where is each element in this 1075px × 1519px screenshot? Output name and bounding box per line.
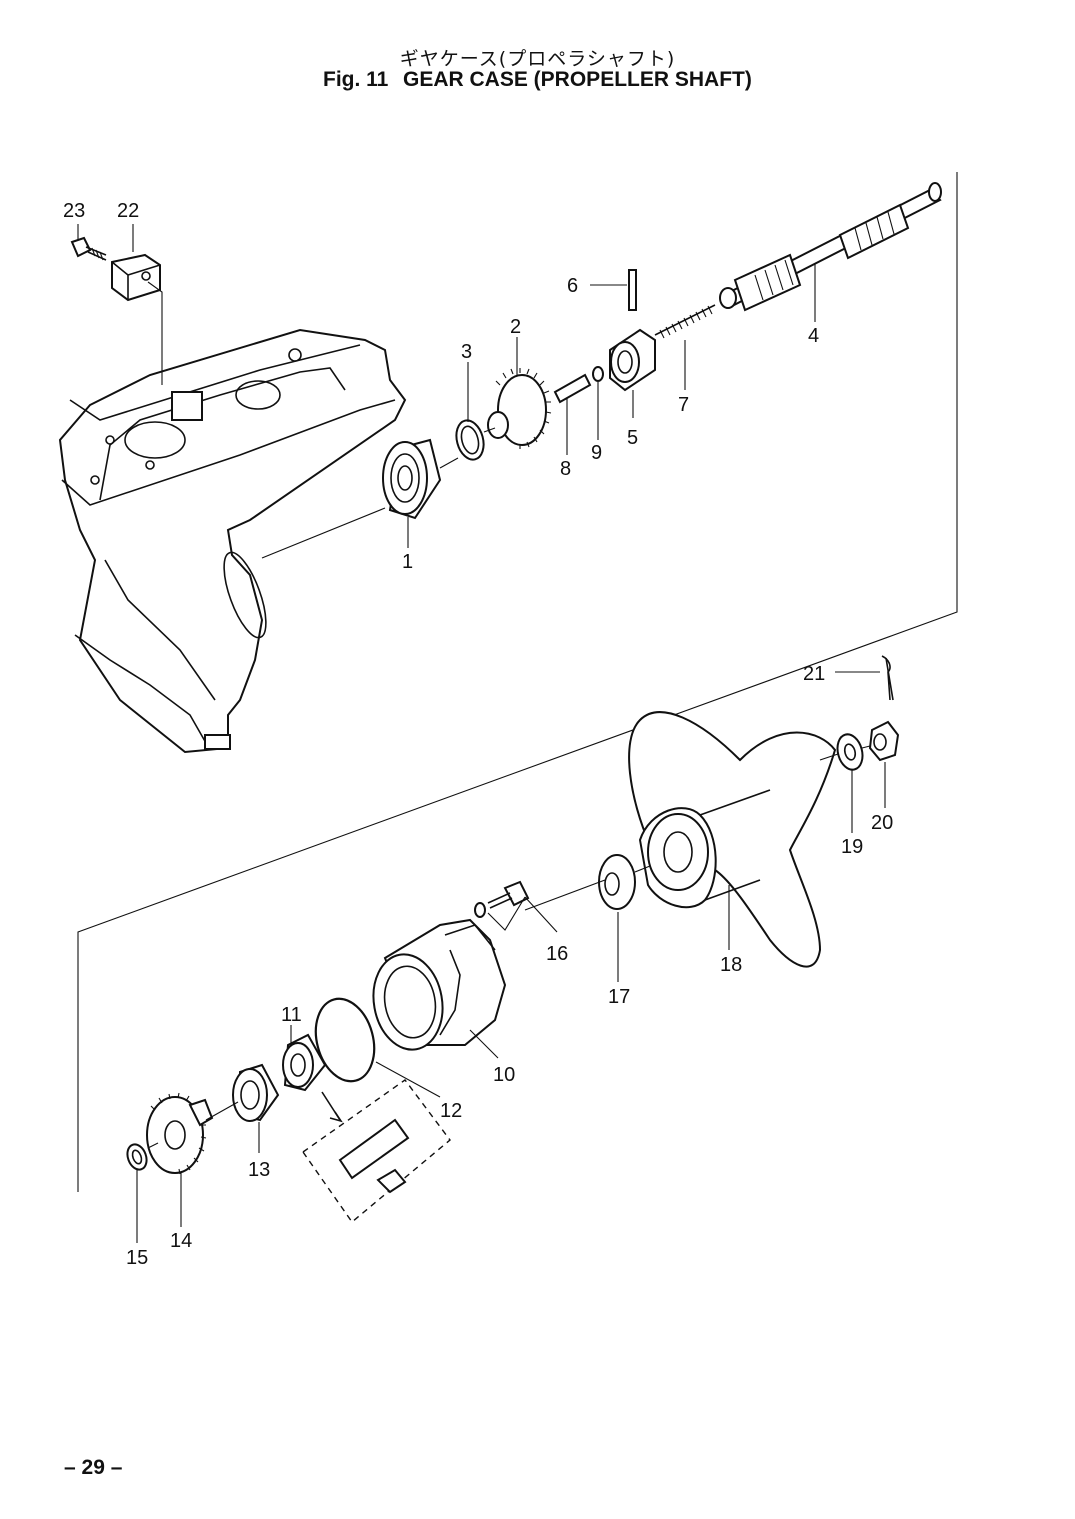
axis-lines-lower (147, 745, 871, 1149)
callout-6: 6 (567, 275, 578, 297)
callout-3: 3 (461, 341, 472, 363)
oil-seal-part-11 (282, 1033, 327, 1092)
callout-labels: 1 2 3 4 5 6 7 8 9 10 11 12 13 14 15 16 1… (63, 200, 893, 1269)
callout-19: 19 (841, 836, 863, 858)
callout-14: 14 (170, 1230, 192, 1252)
callout-2: 2 (510, 316, 521, 338)
callout-1: 1 (402, 551, 413, 573)
bushing-part-17 (598, 854, 636, 910)
shim-part-15 (126, 1143, 148, 1171)
anode-part-22 (111, 253, 163, 385)
callout-4: 4 (808, 325, 819, 347)
figure-title-english: GEAR CASE (PROPELLER SHAFT) (403, 68, 752, 91)
spring-part-7 (654, 304, 716, 339)
cotter-pin-part-21 (881, 655, 894, 701)
figure-number: Fig. 11 (323, 68, 389, 91)
callout-10: 10 (493, 1064, 515, 1086)
callout-17: 17 (608, 986, 630, 1008)
shim-part-3 (455, 419, 485, 461)
callout-5: 5 (627, 427, 638, 449)
nut-part-20 (868, 720, 900, 762)
bearing-housing-part-10 (372, 918, 507, 1051)
inset-detail-box (302, 1079, 451, 1224)
axis-lines-upper (261, 427, 496, 559)
page-number: – 29 – (64, 1456, 123, 1479)
propeller-shaft-part-4 (719, 182, 942, 312)
washer-part-19 (836, 733, 864, 771)
assembly-frame (77, 172, 958, 1192)
callout-9: 9 (591, 442, 602, 464)
figure-title: Fig. 11 GEAR CASE (PROPELLER SHAFT) (323, 68, 752, 92)
pin-part-6 (628, 269, 637, 311)
leader-lines (77, 224, 886, 1243)
callout-8: 8 (560, 458, 571, 480)
callout-16: 16 (546, 943, 568, 965)
clutch-part-5 (609, 328, 656, 392)
bearing-part-13 (232, 1063, 280, 1122)
plunger-part-8 (553, 373, 592, 404)
gear-case-housing (58, 328, 407, 754)
callout-11: 11 (281, 1004, 302, 1026)
figure-title-japanese: ギヤケース(プロペラシャフト) (399, 48, 676, 70)
propeller-part-18 (628, 711, 837, 968)
callout-20: 20 (871, 812, 893, 834)
o-ring-part-12 (314, 997, 376, 1083)
bolt-part-16 (474, 880, 530, 918)
gear-part-2 (487, 368, 552, 449)
callout-15: 15 (126, 1247, 148, 1269)
callout-7: 7 (678, 394, 689, 416)
callout-18: 18 (720, 954, 742, 976)
gear-part-14 (146, 1092, 214, 1175)
bearing-part-1 (382, 438, 442, 520)
callout-23: 23 (63, 200, 85, 222)
callout-13: 13 (248, 1159, 270, 1181)
bolt-part-23 (70, 236, 107, 261)
callout-21: 21 (803, 663, 825, 685)
pin-part-9 (592, 366, 604, 382)
callout-22: 22 (117, 200, 139, 222)
callout-12: 12 (440, 1100, 462, 1122)
